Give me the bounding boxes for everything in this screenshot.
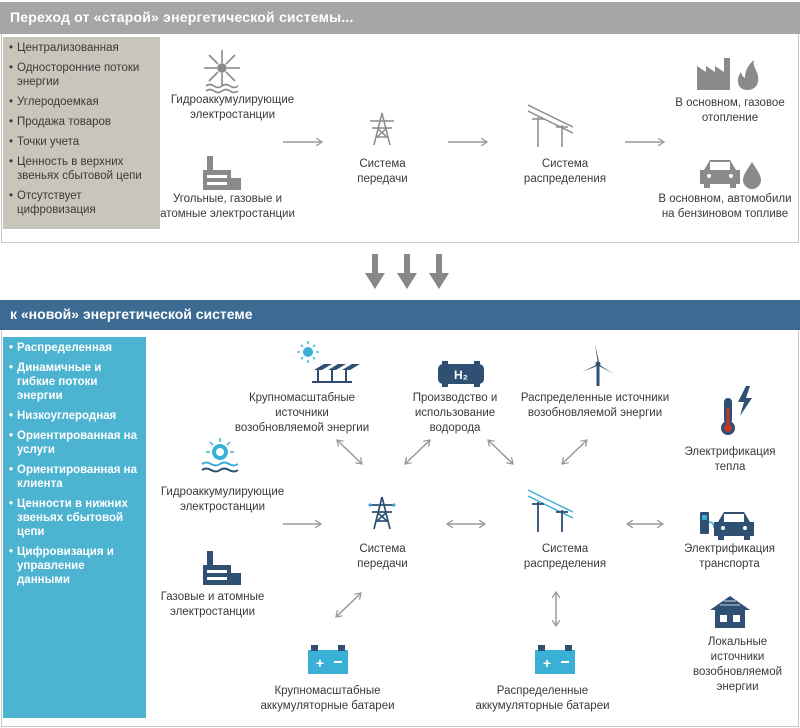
old-gasoline-cars-label: В основном, автомобили на бензиновом топ… [658, 193, 792, 220]
old-feature-item: Углеродоемкая [9, 95, 154, 109]
new-hydro-label: Гидроаккумулирующие электростанции [160, 486, 285, 513]
factory-icon [203, 156, 241, 190]
hydrogen-tank-icon: H₂ [438, 361, 484, 387]
new-local-renewables-label: Локальные источники возобновляемой энерг… [692, 636, 783, 693]
thermometer-bolt-icon [721, 386, 752, 435]
old-system-features-panel: Централизованная Односторонние потоки эн… [3, 37, 160, 229]
svg-text:+: + [316, 655, 324, 671]
new-feature-item: Ориентированная на услуги [9, 429, 140, 457]
battery-icon: + [535, 645, 575, 674]
new-gas-nuclear-label: Газовые и атомные электростанции [160, 591, 265, 618]
new-distributed-batteries-label: Распределенные аккумуляторные батареи [475, 685, 610, 712]
old-hydro-label: Гидроаккумулирующие электростанции [170, 94, 295, 121]
hydrogen-symbol: H₂ [454, 368, 468, 382]
old-gas-heating-label: В основном, газовое отопление [675, 97, 785, 124]
factory-icon [203, 551, 241, 585]
new-system-title: к «новой» энергетической системе [10, 306, 253, 322]
factory-flame-icon [697, 58, 759, 90]
new-feature-item: Ориентированная на клиента [9, 463, 140, 491]
new-arrow [488, 440, 513, 464]
solar-panel-icon [297, 341, 360, 383]
new-hydrogen-label: Производство и использование водорода [412, 392, 498, 434]
old-system-title: Переход от «старой» энергетической систе… [10, 9, 354, 25]
old-system-frame [1, 34, 799, 243]
new-transmission-label: Система передачи [357, 543, 408, 570]
down-arrow-icon [397, 254, 417, 289]
new-feature-item: Распределенная [9, 341, 140, 355]
new-distributed-renewables-label: Распределенные источники возобновляемой … [520, 392, 670, 419]
distribution-pole-icon [527, 104, 574, 147]
old-feature-item: Односторонние потоки энергии [9, 61, 154, 89]
new-arrow [337, 440, 362, 464]
ev-charger-icon [700, 512, 754, 540]
new-feature-item: Цифровизация и управление данными [9, 545, 140, 587]
old-feature-item: Отсутствует цифровизация [9, 189, 154, 217]
new-transport-electrification-label: Электрификация транспорта [683, 543, 776, 570]
new-large-batteries-label: Крупномасштабные аккумуляторные батареи [260, 685, 395, 712]
old-coal-gas-nuclear-label: Угольные, газовые и атомные электростанц… [160, 193, 295, 220]
old-feature-item: Точки учета [9, 135, 154, 149]
wind-turbine-icon [582, 344, 614, 386]
pylon-icon [370, 112, 394, 146]
new-system-frame [1, 330, 799, 727]
new-distribution-label: Система распределения [523, 543, 607, 570]
new-feature-item: Ценности в нижних звеньях сбытовой цепи [9, 497, 140, 539]
new-feature-item: Динамичные и гибкие потоки энергии [9, 361, 140, 403]
old-feature-item: Ценность в верхних звеньях сбытовой цепи [9, 155, 154, 183]
new-heat-electrification-label: Электрификация тепла [684, 446, 776, 473]
new-arrow [405, 440, 430, 464]
distribution-pole-icon [527, 489, 574, 532]
windmill-icon [204, 50, 240, 94]
old-transmission-label: Система передачи [357, 158, 408, 185]
new-arrow [562, 440, 587, 464]
svg-text:+: + [543, 655, 551, 671]
new-system-header: к «новой» энергетической системе [0, 300, 800, 330]
new-feature-item: Низкоуглеродная [9, 409, 140, 423]
new-system-features-panel: Распределенная Динамичные и гибкие поток… [3, 337, 146, 718]
new-large-renewables-label: Крупномасштабные источники возобновляемо… [234, 392, 370, 434]
hydro-wave-icon [201, 438, 239, 473]
old-feature-item: Продажа товаров [9, 115, 154, 129]
old-distribution-label: Система распределения [523, 158, 607, 185]
new-arrow [336, 593, 361, 617]
car-drop-icon [700, 160, 761, 189]
pylon-icon [368, 496, 396, 530]
down-arrow-icon [429, 254, 449, 289]
battery-icon: + [308, 645, 348, 674]
house-solar-icon [710, 596, 750, 628]
old-system-header: Переход от «старой» энергетической систе… [0, 2, 800, 34]
down-arrows [365, 254, 449, 289]
down-arrow-icon [365, 254, 385, 289]
old-feature-item: Централизованная [9, 41, 154, 55]
